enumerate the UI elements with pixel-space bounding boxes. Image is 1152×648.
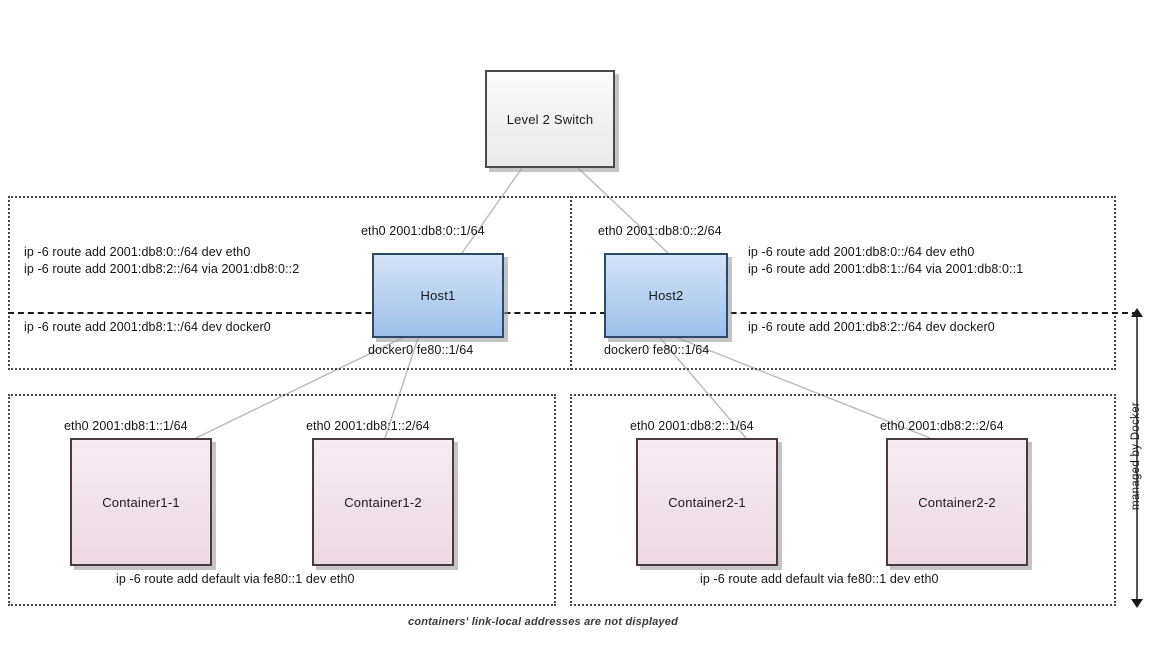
route-host2-remote-via: ip -6 route add 2001:db8:1::/64 via 2001… xyxy=(748,262,1024,276)
node-container2-2[interactable]: Container2-2 xyxy=(886,438,1028,566)
managed-by-docker-label: managed by Docker xyxy=(1130,401,1142,510)
node-label-host1: Host1 xyxy=(420,288,456,303)
interface-label-host1-eth0: eth0 2001:db8:0::1/64 xyxy=(361,224,485,238)
node-container1-1[interactable]: Container1-1 xyxy=(70,438,212,566)
route-container-group1-default: ip -6 route add default via fe80::1 dev … xyxy=(116,572,355,586)
node-label-container1-1: Container1-1 xyxy=(102,494,180,510)
route-host1-remote-via: ip -6 route add 2001:db8:2::/64 via 2001… xyxy=(24,262,300,276)
diagram-caption: containers' link-local addresses are not… xyxy=(408,616,678,628)
route-host1-eth0-onlink: ip -6 route add 2001:db8:0::/64 dev eth0 xyxy=(24,245,251,259)
node-label-container2-1: Container2-1 xyxy=(668,494,746,510)
interface-label-container1-2-eth0: eth0 2001:db8:1::2/64 xyxy=(306,419,430,433)
managed-by-docker-arrow-up xyxy=(1131,308,1143,317)
node-level2-switch[interactable]: Level 2 Switch xyxy=(485,70,615,168)
container-group1-box xyxy=(8,394,556,606)
route-host1-docker0: ip -6 route add 2001:db8:1::/64 dev dock… xyxy=(24,320,271,334)
host-kernel-separator-left xyxy=(8,312,570,314)
route-host2-docker0: ip -6 route add 2001:db8:2::/64 dev dock… xyxy=(748,320,995,334)
host2-group-divider xyxy=(570,196,1116,370)
node-container2-1[interactable]: Container2-1 xyxy=(636,438,778,566)
interface-label-container2-2-eth0: eth0 2001:db8:2::2/64 xyxy=(880,419,1004,433)
route-host2-eth0-onlink: ip -6 route add 2001:db8:0::/64 dev eth0 xyxy=(748,245,975,259)
node-label-switch: Level 2 Switch xyxy=(506,111,594,127)
interface-label-host1-docker0: docker0 fe80::1/64 xyxy=(368,343,474,357)
node-label-host2: Host2 xyxy=(648,288,684,303)
container-group2-box xyxy=(570,394,1116,606)
node-host2[interactable]: Host2 xyxy=(604,253,728,338)
interface-label-host2-eth0: eth0 2001:db8:0::2/64 xyxy=(598,224,722,238)
node-host1[interactable]: Host1 xyxy=(372,253,504,338)
host-kernel-separator-right xyxy=(570,312,1138,314)
node-label-container2-2: Container2-2 xyxy=(918,494,996,510)
interface-label-container1-1-eth0: eth0 2001:db8:1::1/64 xyxy=(64,419,188,433)
route-container-group2-default: ip -6 route add default via fe80::1 dev … xyxy=(700,572,939,586)
host1-group-box xyxy=(8,196,1116,370)
interface-label-container2-1-eth0: eth0 2001:db8:2::1/64 xyxy=(630,419,754,433)
managed-by-docker-arrow-down xyxy=(1131,599,1143,608)
interface-label-host2-docker0: docker0 fe80::1/64 xyxy=(604,343,710,357)
node-label-container1-2: Container1-2 xyxy=(344,494,422,510)
node-container1-2[interactable]: Container1-2 xyxy=(312,438,454,566)
managed-by-docker-line xyxy=(1136,316,1138,604)
